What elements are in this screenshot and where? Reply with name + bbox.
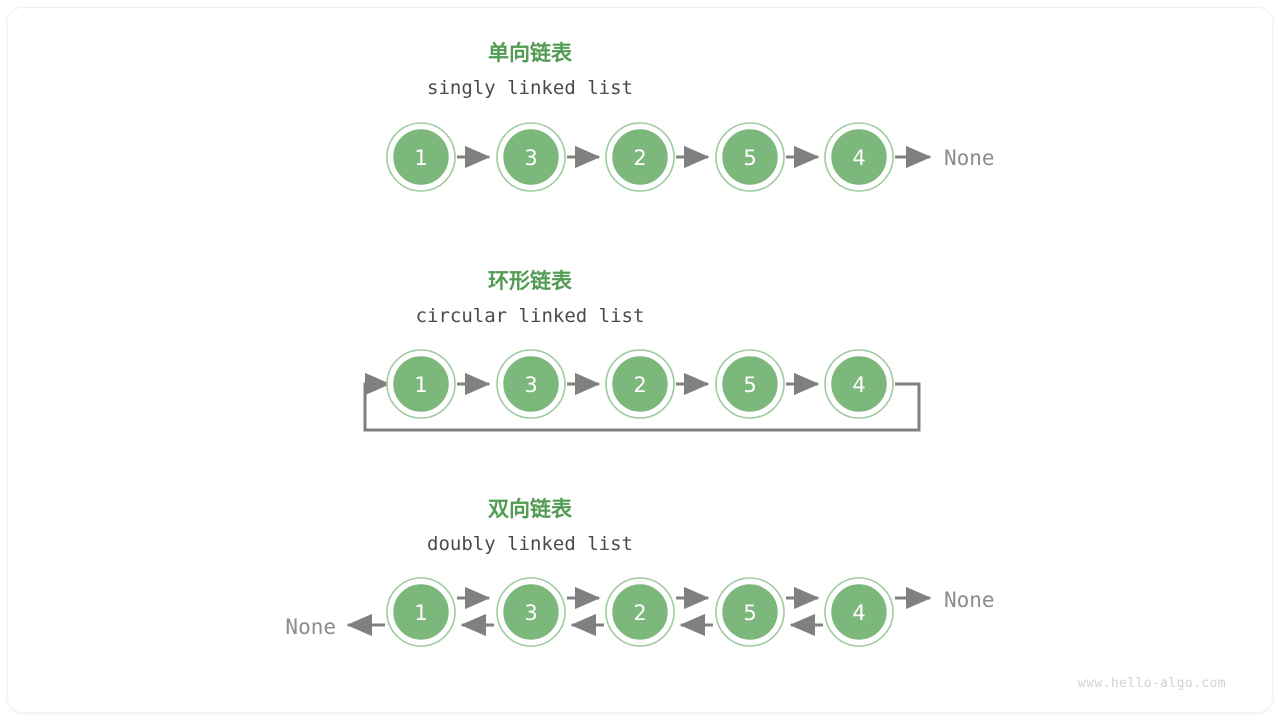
section-title-en-singly: singly linked list bbox=[427, 77, 633, 99]
section-title-cn-circular: 环形链表 bbox=[488, 269, 573, 293]
node-singly-0: 1 bbox=[386, 122, 456, 192]
null-terminator-right-singly: None bbox=[944, 146, 995, 170]
node-value: 5 bbox=[743, 601, 756, 625]
section-doubly: 双向链表 doubly linked list 1 bbox=[285, 497, 995, 647]
node-doubly-0: 1 bbox=[386, 577, 456, 647]
node-value: 4 bbox=[852, 601, 865, 625]
node-doubly-1: 3 bbox=[496, 577, 566, 647]
node-value: 5 bbox=[743, 373, 756, 397]
circular-loop-edge bbox=[363, 372, 921, 432]
node-singly-4: 4 bbox=[824, 122, 894, 192]
node-value: 4 bbox=[852, 146, 865, 170]
node-value: 1 bbox=[414, 146, 427, 170]
node-circular-4: 4 bbox=[824, 349, 894, 419]
node-value: 3 bbox=[524, 146, 537, 170]
section-circular: 环形链表 circular linked list 1 3 bbox=[363, 269, 921, 432]
node-value: 2 bbox=[633, 146, 646, 170]
section-title-en-doubly: doubly linked list bbox=[427, 533, 633, 555]
node-value: 1 bbox=[414, 373, 427, 397]
node-circular-1: 3 bbox=[496, 349, 566, 419]
null-terminator-right-doubly: None bbox=[944, 588, 995, 612]
section-title-en-circular: circular linked list bbox=[416, 305, 645, 327]
node-circular-0: 1 bbox=[386, 349, 456, 419]
watermark: www.hello-algo.com bbox=[1078, 676, 1226, 691]
section-title-cn-doubly: 双向链表 bbox=[488, 497, 573, 521]
node-doubly-4: 4 bbox=[824, 577, 894, 647]
node-circular-3: 5 bbox=[715, 349, 785, 419]
node-singly-2: 2 bbox=[605, 122, 675, 192]
node-singly-3: 5 bbox=[715, 122, 785, 192]
node-doubly-2: 2 bbox=[605, 577, 675, 647]
node-value: 2 bbox=[633, 373, 646, 397]
node-value: 3 bbox=[524, 373, 537, 397]
node-value: 4 bbox=[852, 373, 865, 397]
node-value: 1 bbox=[414, 601, 427, 625]
node-singly-1: 3 bbox=[496, 122, 566, 192]
node-value: 5 bbox=[743, 146, 756, 170]
null-terminator-left-doubly: None bbox=[285, 615, 336, 639]
section-singly: 单向链表 singly linked list 1 3 bbox=[386, 41, 995, 192]
node-value: 3 bbox=[524, 601, 537, 625]
node-circular-2: 2 bbox=[605, 349, 675, 419]
node-value: 2 bbox=[633, 601, 646, 625]
section-title-cn-singly: 单向链表 bbox=[488, 41, 573, 65]
node-doubly-3: 5 bbox=[715, 577, 785, 647]
